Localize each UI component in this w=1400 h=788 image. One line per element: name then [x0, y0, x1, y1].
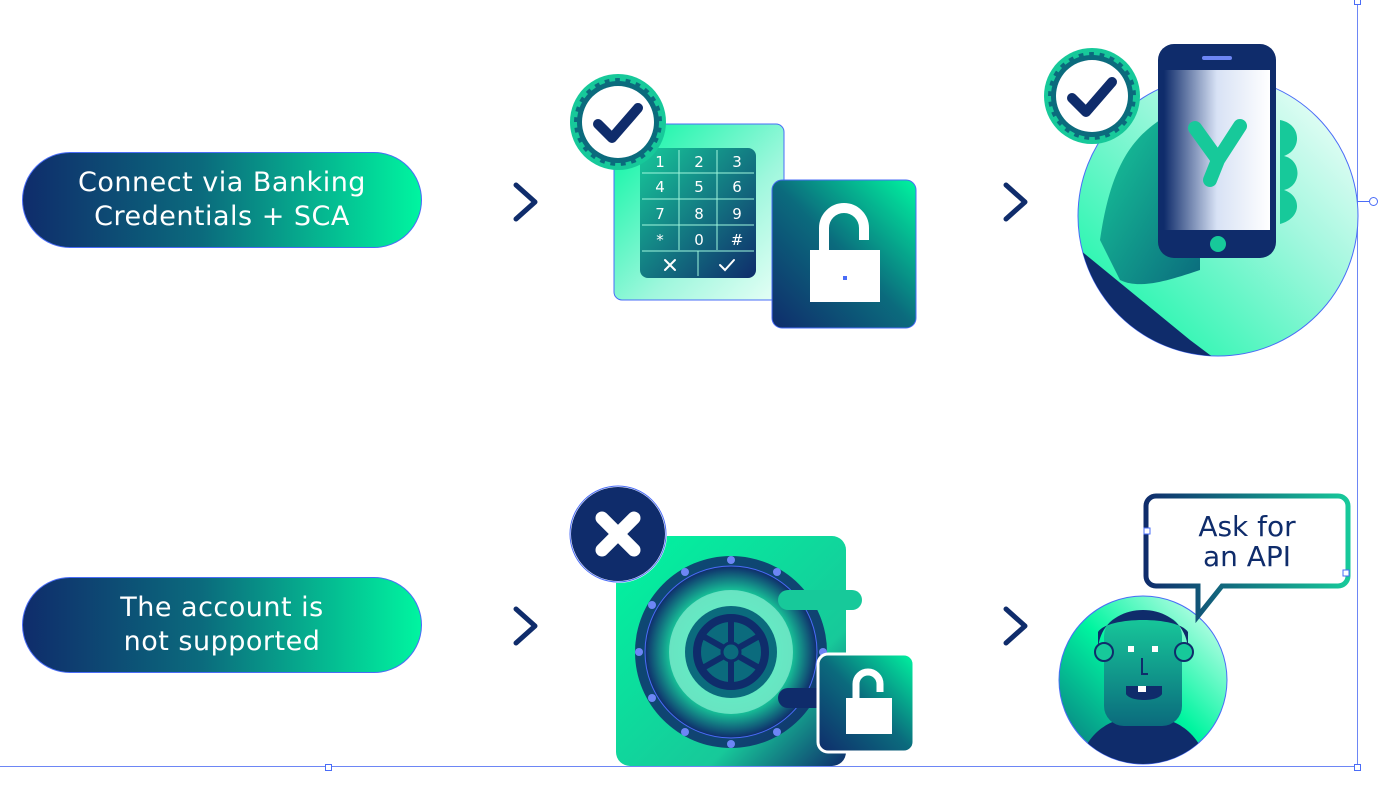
- artboard-guide-vertical: [1357, 0, 1358, 768]
- arrow-right-icon: [451, 606, 538, 646]
- x-badge-icon: [569, 485, 667, 583]
- arrow-right-icon: [451, 182, 538, 222]
- check-badge-icon: [570, 74, 666, 170]
- person-icon: [1058, 595, 1228, 765]
- step-pill-account-not-supported[interactable]: The account is not supported: [22, 577, 422, 673]
- arrow-right-icon: [941, 182, 1028, 222]
- keypad-key: 8: [694, 205, 704, 223]
- artboard-guide-horizontal: [0, 766, 1358, 767]
- keypad-key: #: [731, 231, 744, 249]
- step-pill-label: The account is not supported: [120, 592, 324, 657]
- keypad-unlock-illustration: 1 2 3 4 5 6 7 8 9 * 0 #: [570, 74, 917, 329]
- selection-handle[interactable]: [325, 764, 332, 771]
- vault-icon: [569, 485, 916, 766]
- keypad-key: 0: [694, 231, 704, 249]
- keypad-key: 1: [655, 153, 665, 171]
- keypad-key: 3: [732, 153, 742, 171]
- rotation-handle-line: [1357, 201, 1369, 202]
- step-pill-label: Connect via Banking Credentials + SCA: [78, 167, 366, 232]
- hand-phone-icon: [1044, 44, 1359, 357]
- selection-handle[interactable]: [1354, 764, 1361, 771]
- keypad-key: 4: [655, 178, 665, 196]
- selection-handle[interactable]: [1354, 0, 1361, 5]
- speech-bubble: [1143, 493, 1351, 624]
- keypad-key: 5: [694, 178, 704, 196]
- keypad-key: 7: [655, 205, 665, 223]
- speech-bubble-text: Ask for an API: [1198, 510, 1296, 573]
- arrow-right-icon: [941, 606, 1028, 646]
- check-badge-icon: [1044, 48, 1140, 144]
- keypad-key: 6: [732, 178, 742, 196]
- step-pill-connect-credentials[interactable]: Connect via Banking Credentials + SCA: [22, 152, 422, 248]
- keypad-key: 2: [694, 153, 704, 171]
- rotation-handle[interactable]: [1369, 197, 1378, 206]
- keypad-key: *: [656, 231, 664, 249]
- keypad-key: 9: [732, 205, 742, 223]
